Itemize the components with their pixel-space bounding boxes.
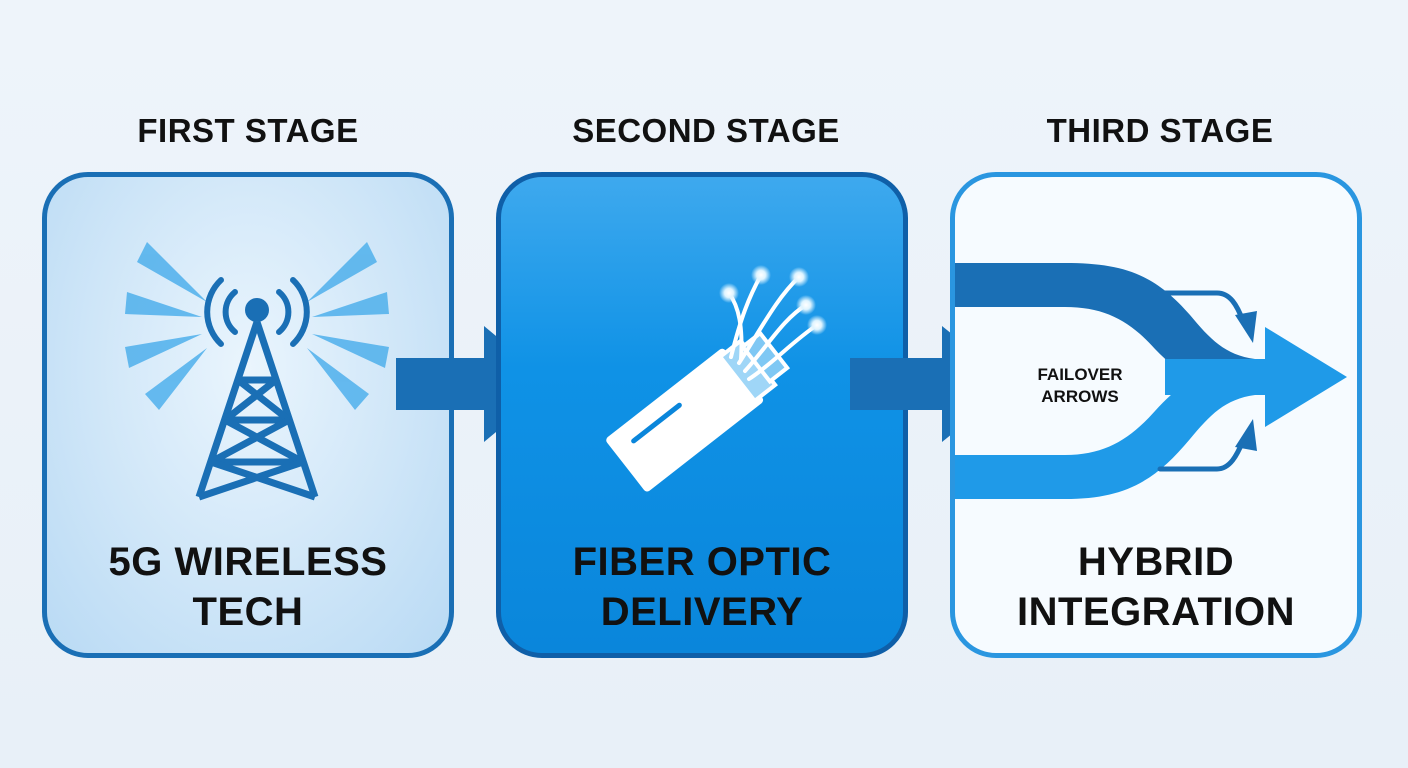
stage-label-5g: 5G WIRELESS TECH [108,540,388,634]
stage-card-5g: 5G WIRELESS TECH [42,172,454,658]
failover-arrows-label: FAILOVER ARROWS [1037,365,1123,406]
merging-arrows-icon [955,263,1347,499]
stage-label-fiber: FIBER OPTIC DELIVERY [572,540,832,634]
cell-tower-icon [125,242,389,501]
stage-title-second: SECOND STAGE [572,112,840,149]
stage-label-hybrid: HYBRID INTEGRATION [1016,540,1296,634]
fiber-optic-cable-icon [606,265,827,492]
stage-title-first: FIRST STAGE [137,112,359,149]
stage-title-third: THIRD STAGE [1046,112,1274,149]
stage-card-fiber: FIBER OPTIC DELIVERY [496,172,908,658]
